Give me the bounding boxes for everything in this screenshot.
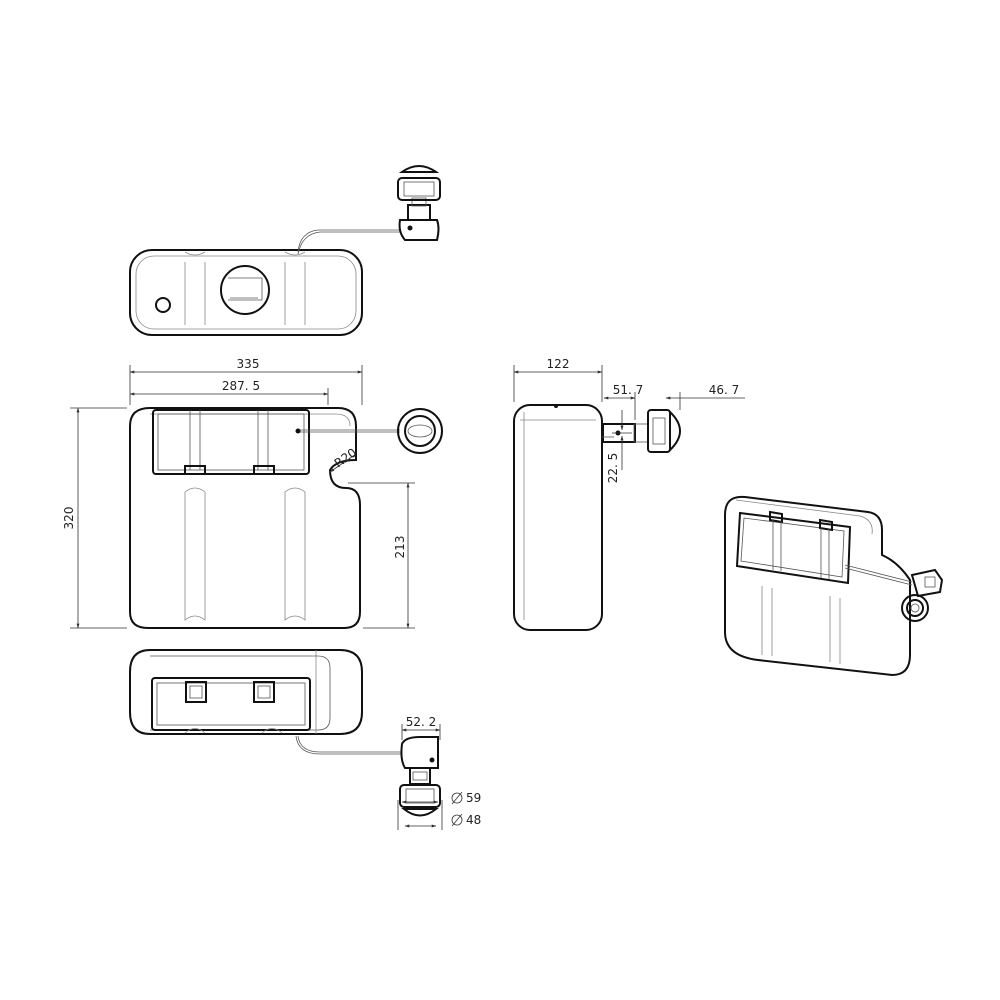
side-view	[513, 404, 681, 631]
bottom-dimensions: 52. 2 59 48	[397, 715, 481, 830]
dim-320: 320	[62, 507, 76, 530]
front-view	[129, 407, 443, 629]
dim-213: 213	[393, 536, 407, 559]
isometric-view	[724, 495, 944, 677]
bottom-actuator	[399, 736, 441, 817]
front-dimensions: 335 287. 5 320 213 R20	[62, 357, 415, 629]
overflow-hole	[155, 297, 171, 313]
top-opening	[220, 265, 270, 315]
side-actuator	[602, 409, 681, 453]
top-actuator	[397, 165, 441, 241]
dim-diameter-59: 59	[466, 791, 481, 805]
top-view	[129, 165, 441, 336]
dim-46-7: 46. 7	[709, 383, 740, 397]
dim-diameter-48: 48	[466, 813, 481, 827]
isometric-button	[901, 568, 944, 622]
dim-22-5: 22. 5	[606, 453, 620, 484]
dim-122: 122	[547, 357, 570, 371]
front-button	[397, 408, 443, 454]
dim-51-7: 51. 7	[613, 383, 644, 397]
dim-335: 335	[237, 357, 260, 371]
side-dimensions: 122 51. 7 46. 7 22. 5	[513, 357, 745, 484]
dim-r20: R20	[332, 445, 359, 470]
dim-52-2: 52. 2	[406, 715, 437, 729]
dim-287-5: 287. 5	[222, 379, 260, 393]
bottom-view	[129, 649, 441, 817]
